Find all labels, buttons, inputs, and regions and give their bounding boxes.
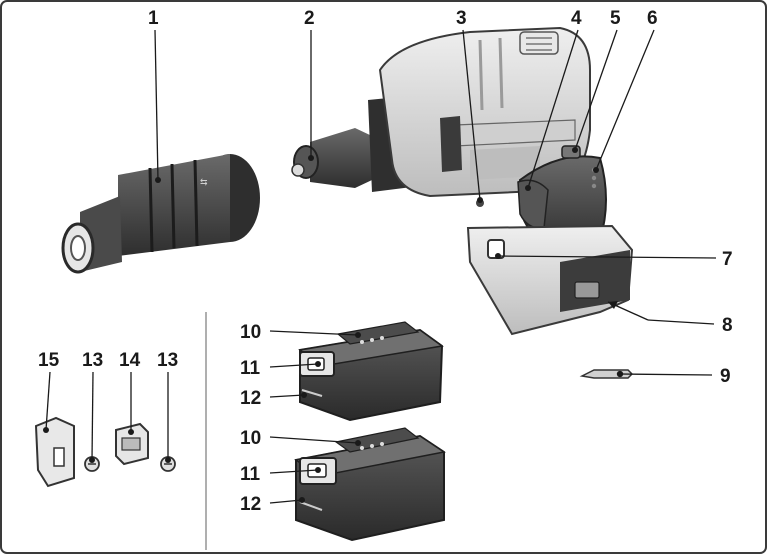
callout-12-bottom: 12 bbox=[240, 494, 261, 515]
callout-6: 6 bbox=[647, 8, 658, 29]
callout-15: 15 bbox=[38, 350, 60, 371]
callout-13-left: 13 bbox=[82, 350, 103, 371]
screw-left bbox=[84, 456, 100, 472]
callout-2: 2 bbox=[304, 8, 315, 29]
tool-holder bbox=[291, 128, 372, 188]
callout-3: 3 bbox=[456, 8, 467, 29]
callout-11-top: 11 bbox=[240, 358, 261, 379]
battery-pack-large bbox=[294, 427, 446, 542]
callout-7: 7 bbox=[722, 249, 733, 270]
callout-13-right: 13 bbox=[157, 350, 178, 371]
battery-pack-small bbox=[298, 321, 444, 422]
callout-labels: 1 2 3 4 5 6 7 8 9 10 11 12 10 11 12 15 1… bbox=[38, 8, 733, 515]
callout-4: 4 bbox=[571, 8, 582, 29]
bit-holder bbox=[115, 422, 149, 466]
callout-8: 8 bbox=[722, 315, 733, 336]
depth-stop-attachment: ⇆ bbox=[61, 154, 260, 274]
callout-9: 9 bbox=[720, 366, 731, 387]
screwdriver-body bbox=[368, 26, 634, 336]
callout-11-bottom: 11 bbox=[240, 464, 261, 485]
callout-12-top: 12 bbox=[240, 388, 261, 409]
leader-lines bbox=[43, 29, 717, 504]
callout-14: 14 bbox=[119, 350, 141, 371]
callout-10-top: 10 bbox=[240, 322, 261, 343]
callout-1: 1 bbox=[148, 8, 159, 29]
svg-text:⇆: ⇆ bbox=[200, 177, 208, 187]
belt-clip bbox=[34, 416, 75, 488]
callout-5: 5 bbox=[610, 8, 621, 29]
callout-10-bottom: 10 bbox=[240, 428, 261, 449]
